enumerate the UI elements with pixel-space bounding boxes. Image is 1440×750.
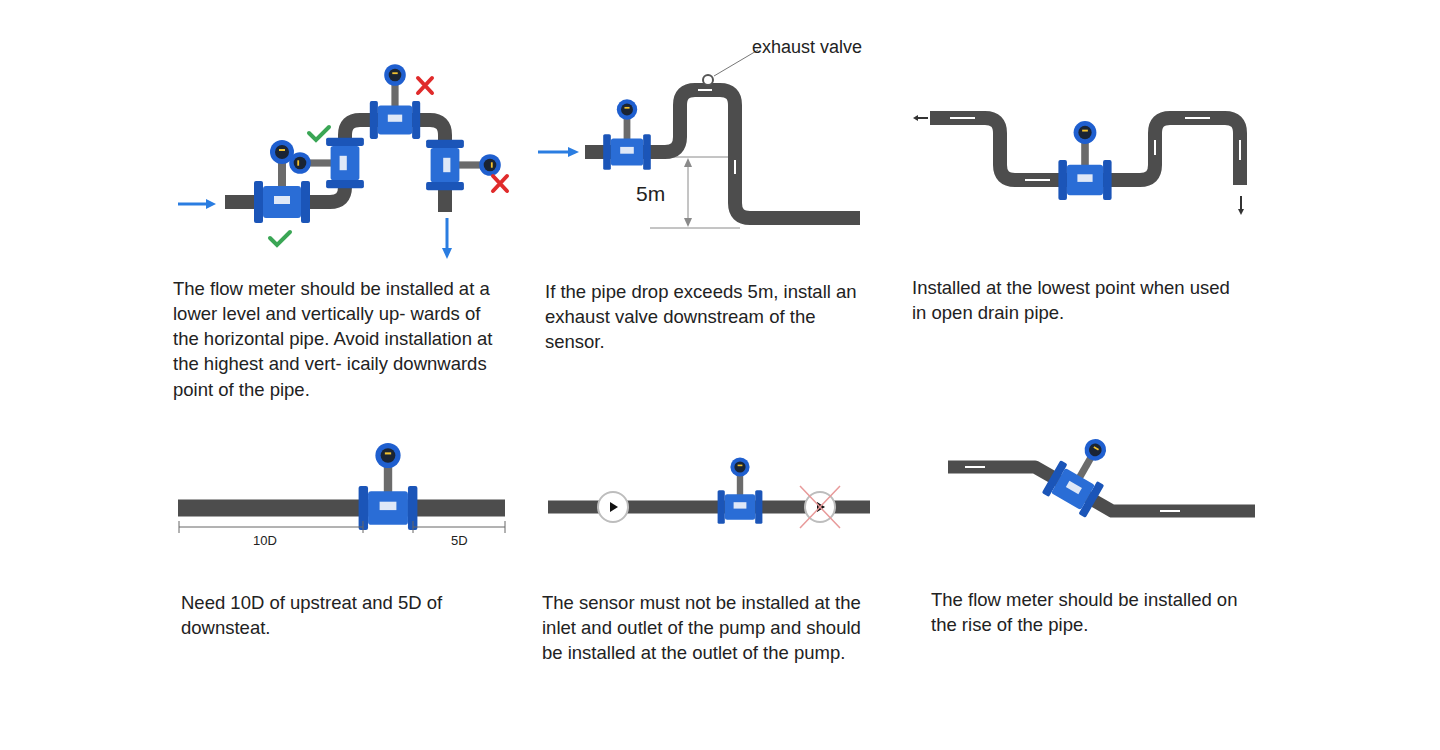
caption-text: The flow meter should be installed at a …: [173, 276, 495, 402]
flow-arrow: [178, 199, 216, 209]
dimension-label: 5m: [636, 180, 665, 209]
panel-five-figure: [548, 457, 870, 528]
flow-meter: [718, 457, 763, 523]
panel-two-figure: [538, 50, 860, 228]
dimension-lines: [179, 521, 505, 533]
flow-arrow: [538, 147, 579, 157]
pipe: [178, 500, 505, 517]
flow-meter: [289, 138, 364, 188]
panel-one-figure: [178, 64, 507, 259]
panel-six-figure: [948, 428, 1255, 518]
cross-mark: [493, 176, 507, 191]
flow-meter: [603, 99, 651, 170]
cross-mark: [800, 486, 840, 528]
cross-mark: [418, 78, 432, 93]
pipe-flow-marks: [698, 90, 735, 174]
pump-symbol: [598, 492, 628, 522]
pipe: [585, 90, 860, 218]
dimension-label: 5D: [451, 532, 468, 550]
dimension-label: 10D: [253, 532, 277, 550]
caption-text: Need 10D of upstreat and 5D of downsteat…: [181, 590, 486, 640]
leader-line: [714, 50, 758, 76]
caption-text: The flow meter should be installed on th…: [931, 587, 1253, 637]
flow-arrow: [442, 218, 452, 259]
flow-meter: [1058, 121, 1111, 200]
callout-label: exhaust valve: [752, 35, 862, 59]
check-mark: [309, 127, 329, 140]
caption-text: The sensor must not be installed at the …: [542, 590, 864, 665]
flow-meter: [370, 64, 420, 139]
exhaust-valve: [703, 75, 713, 85]
panel-three-figure: [913, 115, 1244, 215]
flow-meter: [1042, 428, 1123, 518]
panel-four-figure: [178, 443, 505, 533]
flow-meter: [359, 443, 418, 530]
caption-text: If the pipe drop exceeds 5m, install an …: [545, 279, 870, 354]
flow-arrow: [1238, 196, 1244, 215]
caption-text: Installed at the lowest point when used …: [912, 275, 1234, 325]
check-mark: [270, 232, 290, 245]
flow-arrow: [913, 115, 928, 121]
flow-meter: [426, 140, 501, 190]
